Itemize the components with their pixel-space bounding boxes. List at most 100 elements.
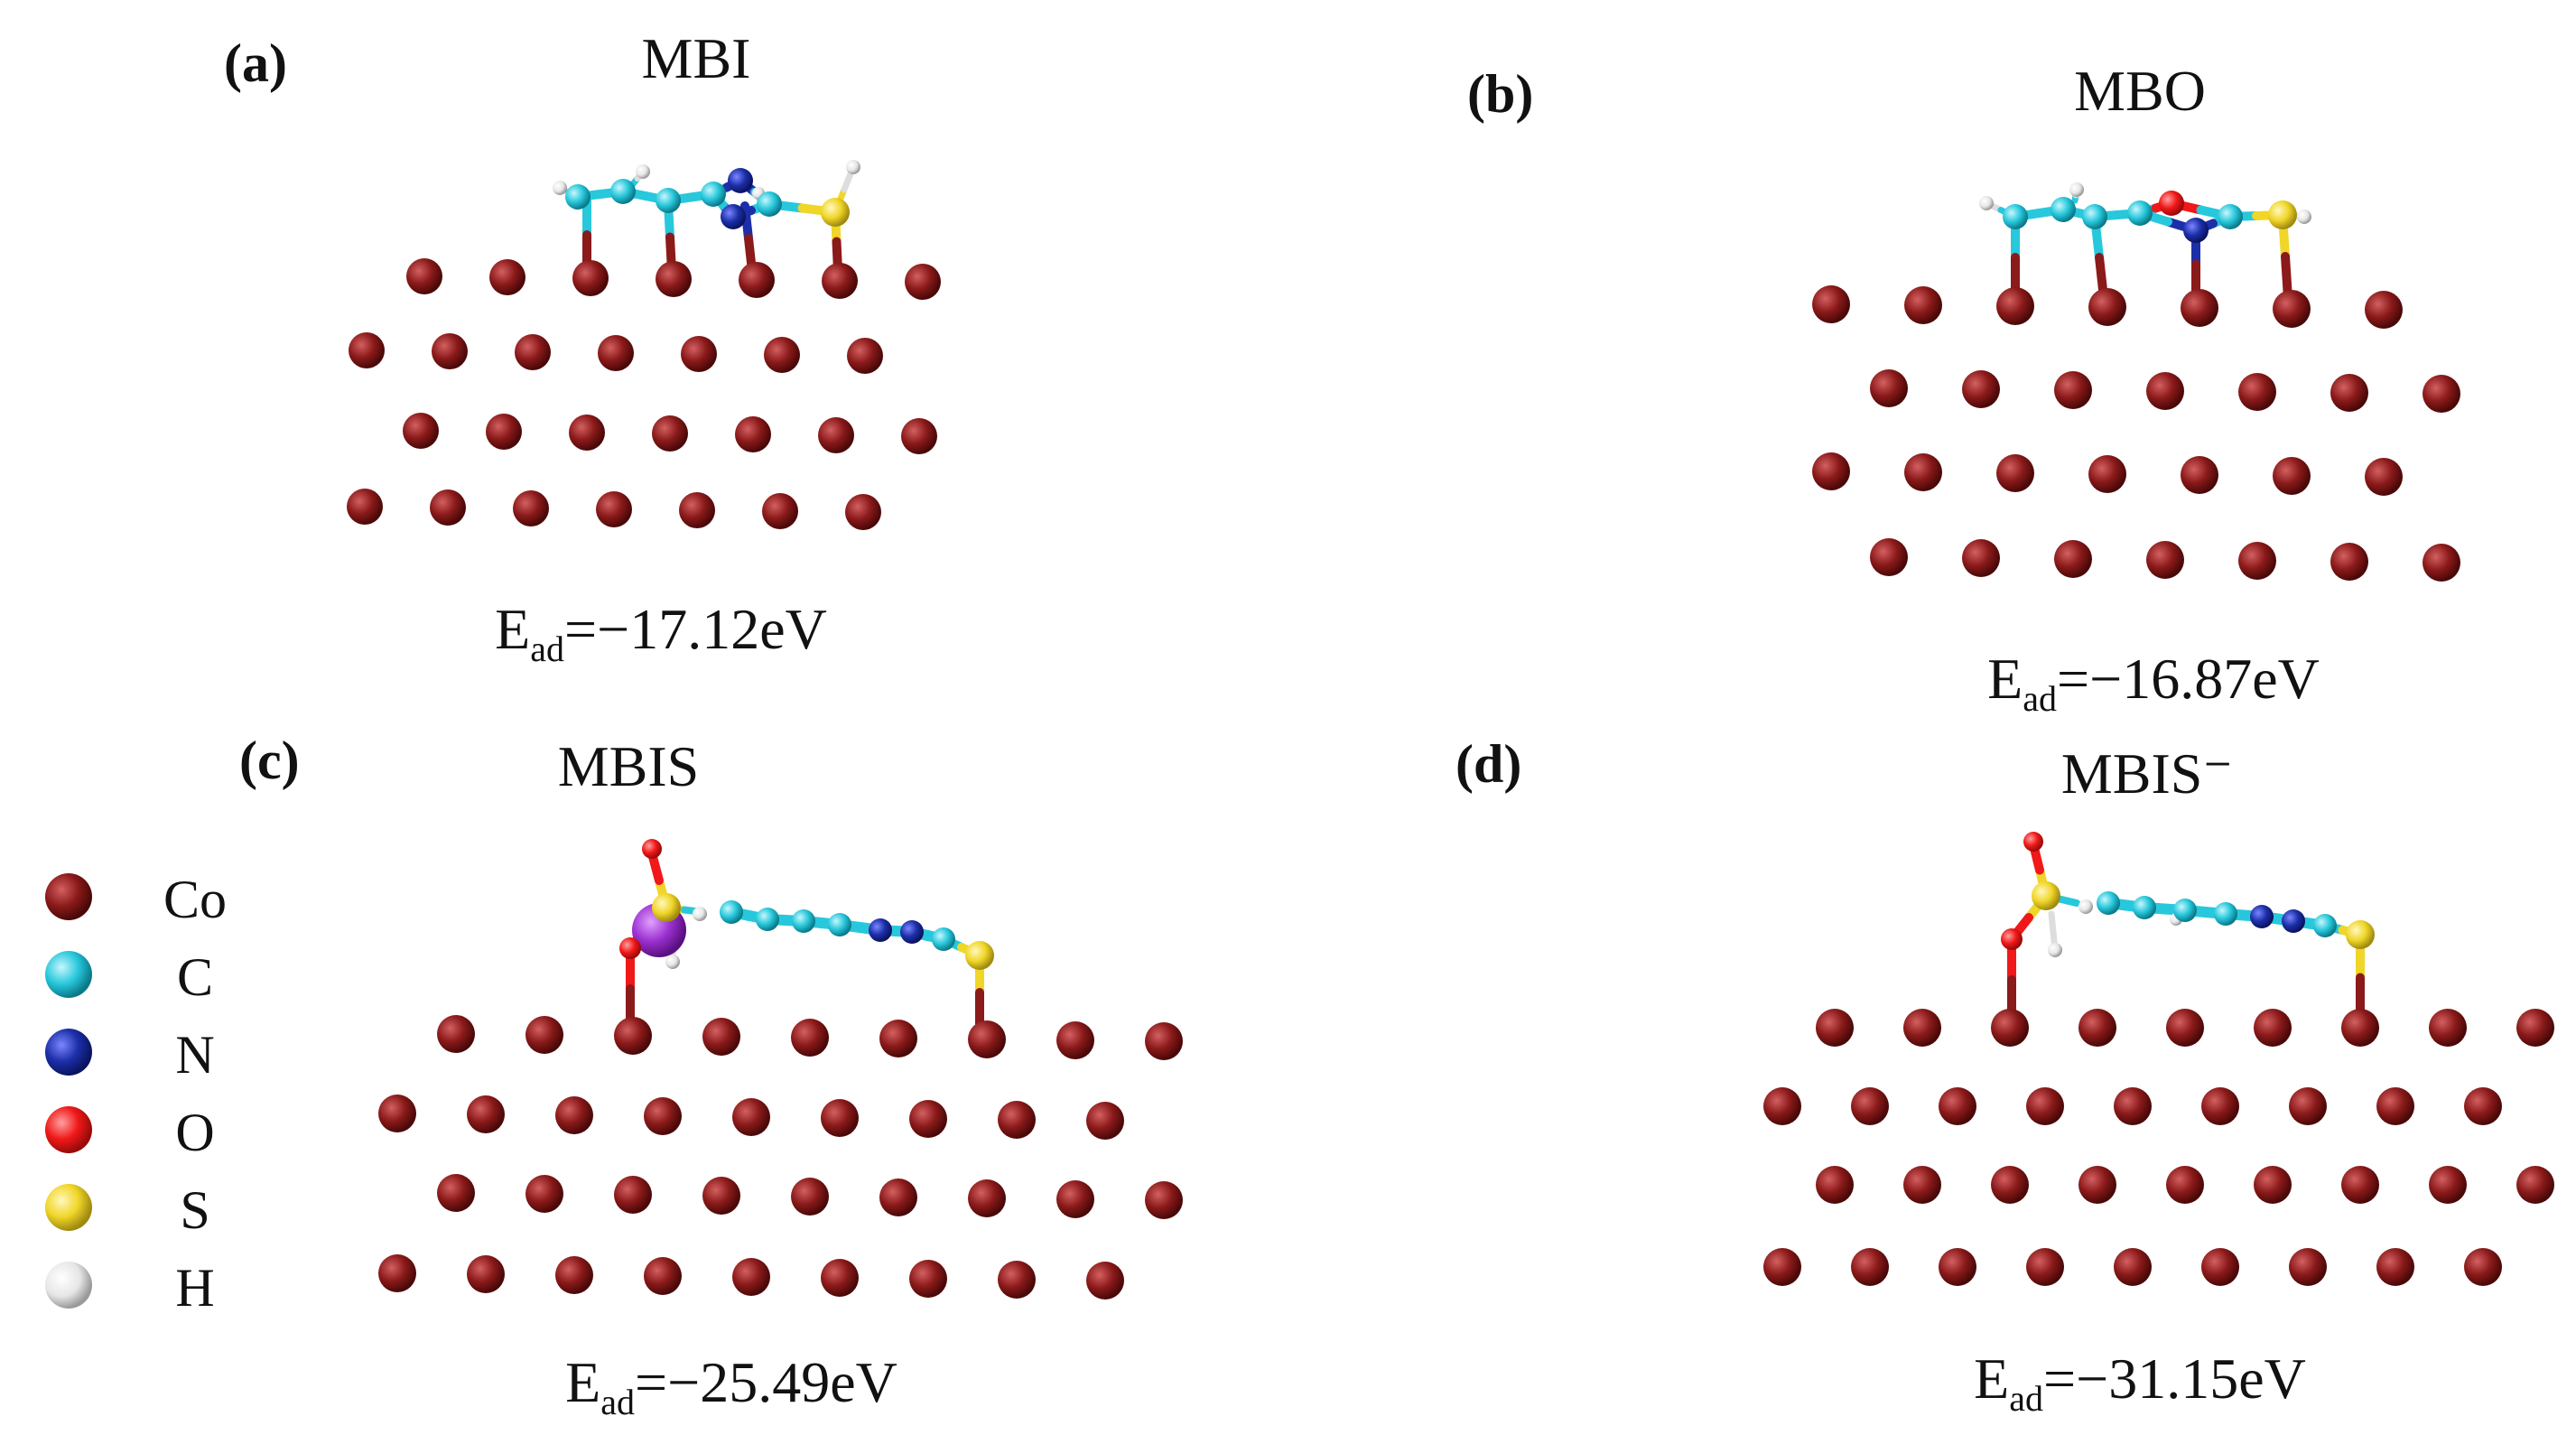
legend-sphere-c — [45, 951, 92, 998]
energy-subscript: ad — [2023, 678, 2058, 719]
cobalt-atom — [1812, 285, 1850, 323]
cobalt-atom — [656, 261, 692, 297]
energy-label-d: Ead=−31.15eV — [1974, 1346, 2306, 1420]
cobalt-atom — [598, 335, 634, 371]
atom-o — [2159, 191, 2184, 216]
cobalt-atom — [513, 490, 549, 526]
cobalt-atom — [2114, 1248, 2152, 1286]
cobalt-atom — [2054, 371, 2092, 409]
sulfur-atom — [652, 893, 681, 922]
hydrogen-atom — [553, 181, 567, 195]
cobalt-atom — [909, 1260, 947, 1298]
hydrogen-atom — [2297, 210, 2311, 224]
oxygen-atom — [2023, 832, 2043, 852]
legend-label-c: C — [176, 947, 214, 1007]
energy-value: =−31.15eV — [2043, 1346, 2306, 1411]
cobalt-atom — [486, 414, 522, 450]
legend-sphere-s — [45, 1184, 92, 1231]
cobalt-atom — [569, 415, 605, 451]
atom-c — [792, 909, 815, 933]
cobalt-atom — [2341, 1166, 2379, 1204]
legend-label-co: Co — [163, 870, 228, 929]
energy-subscript: ad — [2009, 1378, 2044, 1419]
cobalt-atom — [791, 1019, 829, 1057]
cobalt-atom — [489, 259, 525, 295]
cobalt-atom — [1086, 1102, 1124, 1140]
cobalt-atom — [1996, 454, 2034, 492]
energy-value: =−17.12eV — [564, 597, 827, 661]
cobalt-atom — [2464, 1087, 2502, 1125]
cobalt-atom — [822, 263, 858, 299]
cobalt-atom — [2254, 1166, 2292, 1204]
panel-title-b: MBO — [2074, 59, 2206, 123]
atom-c — [2082, 204, 2107, 229]
cobalt-atom — [652, 415, 688, 452]
cobalt-atom — [2201, 1087, 2239, 1125]
cobalt-atom — [791, 1178, 829, 1216]
atom-c — [2097, 891, 2120, 915]
atom-c — [757, 191, 782, 217]
cobalt-atom — [1903, 1166, 1941, 1204]
cobalt-atom — [555, 1256, 593, 1294]
hydrogen-atom — [2069, 182, 2084, 197]
cobalt-atom — [644, 1257, 682, 1295]
cobalt-atom — [2376, 1087, 2414, 1125]
cobalt-atom — [818, 417, 854, 453]
atom-c — [2173, 899, 2197, 922]
cobalt-atom — [2238, 373, 2276, 411]
cobalt-atom — [762, 493, 798, 529]
cobalt-atom — [2078, 1009, 2116, 1047]
atoms-layer — [45, 160, 2554, 1309]
energy-value: =−16.87eV — [2057, 647, 2320, 711]
panel-title-c: MBIS — [557, 734, 700, 798]
hydrogen-atom — [636, 164, 650, 179]
cobalt-atom — [1939, 1087, 1976, 1125]
energy-symbol: E — [495, 597, 531, 661]
legend-label-s: S — [180, 1180, 210, 1240]
cobalt-atom — [2088, 455, 2126, 493]
oxygen-atom — [2001, 928, 2023, 950]
atom-c — [828, 913, 851, 936]
cobalt-atom — [2078, 1166, 2116, 1204]
cobalt-atom — [2166, 1009, 2204, 1047]
hydrogen-atom — [2078, 899, 2093, 914]
atom-c — [2313, 914, 2337, 937]
cobalt-atom — [467, 1095, 505, 1133]
cobalt-atom — [732, 1258, 770, 1296]
cobalt-atom — [2181, 289, 2218, 327]
atom-n — [869, 918, 892, 942]
cobalt-atom — [821, 1259, 859, 1297]
atom-c — [2003, 204, 2028, 229]
cobalt-atom — [2166, 1166, 2204, 1204]
cobalt-atom — [1145, 1022, 1183, 1060]
cobalt-atom — [2026, 1087, 2064, 1125]
cobalt-atom — [2238, 542, 2276, 580]
oxygen-atom — [619, 937, 641, 959]
cobalt-atom — [1904, 453, 1942, 491]
energy-symbol: E — [1974, 1346, 2010, 1411]
sulfur-atom — [2346, 920, 2375, 949]
cobalt-atom — [1991, 1009, 2029, 1047]
cobalt-atom — [1763, 1248, 1801, 1286]
cobalt-atom — [2289, 1248, 2327, 1286]
cobalt-atom — [596, 491, 632, 527]
cobalt-atom — [1056, 1021, 1094, 1059]
cobalt-atom — [2273, 457, 2311, 495]
cobalt-atom — [1851, 1087, 1889, 1125]
atom-c — [756, 908, 779, 931]
cobalt-atom — [968, 1020, 1006, 1058]
cobalt-atom — [901, 418, 937, 454]
cobalt-atom — [1996, 287, 2034, 325]
cobalt-atom — [702, 1018, 740, 1056]
cobalt-atom — [467, 1255, 505, 1293]
cobalt-atom — [2273, 290, 2311, 328]
energy-symbol: E — [1987, 647, 2023, 711]
cobalt-atom — [2054, 540, 2092, 578]
atom-n — [2183, 218, 2209, 243]
atom-n — [2282, 909, 2305, 933]
cobalt-atom — [968, 1179, 1006, 1217]
sulfur-atom — [2268, 200, 2297, 229]
cobalt-atom — [1991, 1166, 2029, 1204]
cobalt-atom — [732, 1098, 770, 1136]
cobalt-atom — [821, 1099, 859, 1137]
